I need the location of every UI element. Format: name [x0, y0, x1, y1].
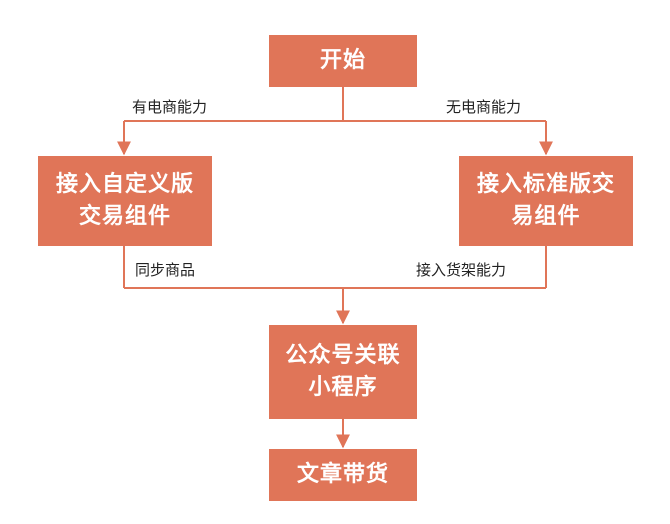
- node-article-sales-label: 文章带货: [296, 462, 389, 487]
- edge-label-sync-products: 同步商品: [135, 261, 196, 279]
- node-custom-label-line1: 接入自定义版: [55, 172, 194, 197]
- node-start-label: 开始: [319, 48, 366, 73]
- node-standard-trade-component: 接入标准版交 易组件: [459, 156, 633, 246]
- node-standard-label-line1: 接入标准版交: [476, 172, 615, 197]
- edge-label-no-ecommerce: 无电商能力: [446, 98, 522, 116]
- edge-label-has-ecommerce: 有电商能力: [132, 98, 208, 116]
- edge-label-shelf-capability: 接入货架能力: [416, 261, 507, 279]
- node-standard-label-line2: 易组件: [511, 204, 581, 229]
- node-custom-label-line2: 交易组件: [78, 204, 171, 229]
- node-start: 开始: [269, 35, 417, 87]
- node-official-account-mini-program: 公众号关联 小程序: [269, 325, 417, 419]
- node-mini-program-label-line2: 小程序: [308, 375, 378, 400]
- node-mini-program-label-line1: 公众号关联: [285, 343, 401, 368]
- node-article-sales: 文章带货: [269, 449, 417, 501]
- node-custom-trade-component: 接入自定义版 交易组件: [38, 156, 212, 246]
